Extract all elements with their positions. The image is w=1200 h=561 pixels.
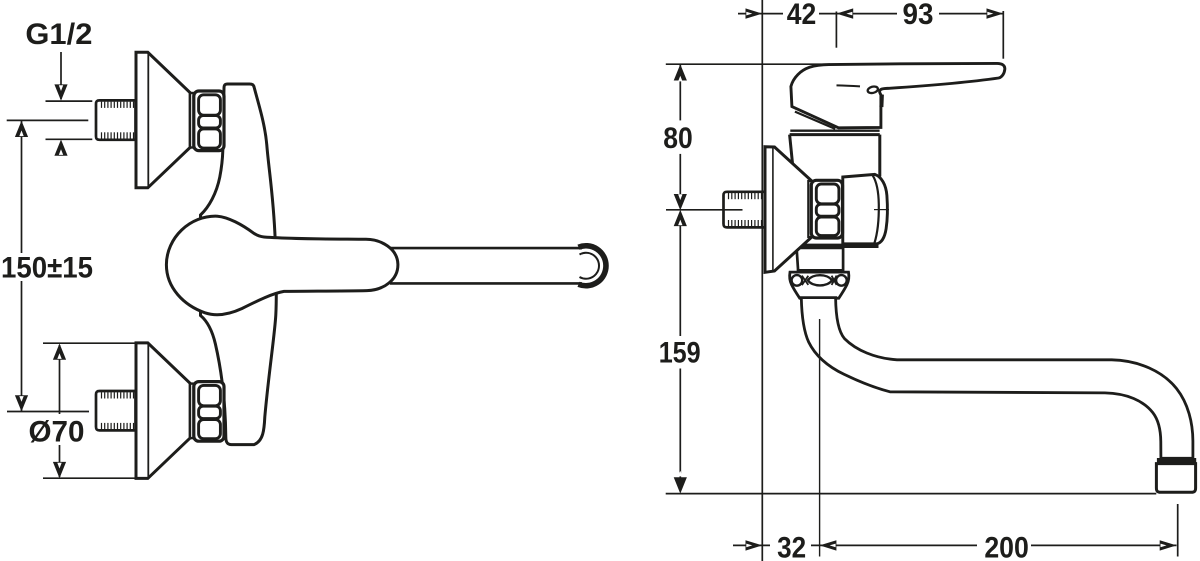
svg-text:42: 42 <box>787 0 817 31</box>
svg-text:159: 159 <box>659 336 701 369</box>
svg-text:200: 200 <box>984 532 1029 561</box>
svg-text:G1/2: G1/2 <box>25 18 92 51</box>
svg-text:32: 32 <box>777 532 806 561</box>
svg-text:150±15: 150±15 <box>1 251 93 284</box>
svg-text:93: 93 <box>903 0 934 31</box>
svg-text:Ø70: Ø70 <box>29 416 85 449</box>
svg-text:80: 80 <box>663 122 693 155</box>
